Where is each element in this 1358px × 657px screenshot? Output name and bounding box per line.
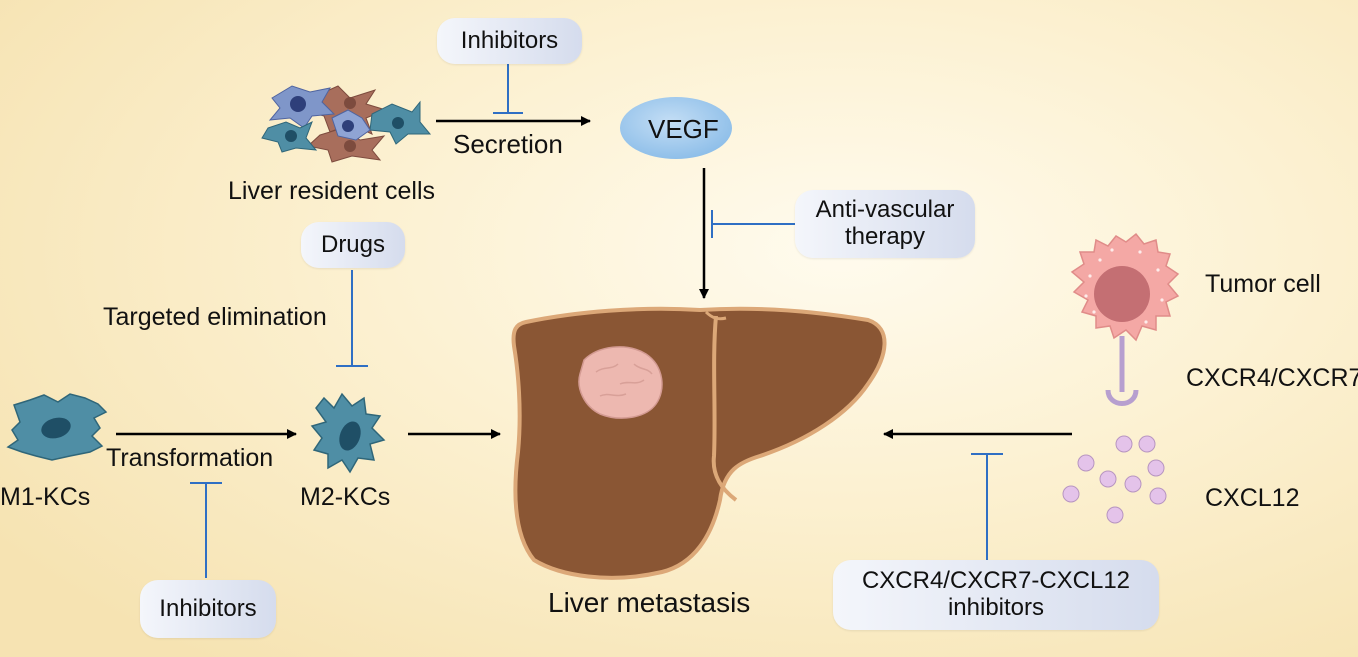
drugs-pill-text: Drugs (320, 230, 386, 258)
inhibitors-bottom-pill-text: Inhibitors (159, 594, 257, 622)
cxcr-inhibitors-pill-line1: CXCR4/CXCR7-CXCL12 (861, 567, 1131, 595)
anti-vascular-therapy-pill: Anti-vascular therapy (795, 190, 975, 258)
transformation-inhibition-line (190, 482, 222, 578)
cxcr-inhibitors-pill-line2: inhibitors (947, 594, 1045, 621)
m2-kc-cell-icon (310, 392, 386, 474)
cxcl12-label: CXCL12 (1205, 484, 1300, 512)
cxcl12-ligand-dots (1062, 435, 1167, 524)
anti-vascular-inhibition-line (711, 210, 795, 238)
anti-vascular-pill-line2: therapy (844, 223, 926, 250)
inhibitors-bottom-pill: Inhibitors (140, 580, 276, 638)
secretion-inhibition-line (493, 62, 523, 114)
tumor-cell-icon (1070, 232, 1180, 342)
targeted-elimination-label: Targeted elimination (103, 303, 327, 331)
drugs-inhibition-line (336, 270, 368, 367)
cxcr-cxcl12-inhibitors-pill: CXCR4/CXCR7-CXCL12 inhibitors (833, 560, 1159, 630)
liver-resident-cells-label: Liver resident cells (228, 177, 436, 205)
transformation-label: Transformation (106, 444, 274, 472)
liver-resident-cells-icon (261, 85, 432, 163)
secretion-label: Secretion (453, 129, 563, 159)
cxcr-inhibition-line (971, 453, 1003, 562)
drugs-pill: Drugs (301, 222, 405, 268)
anti-vascular-pill-line1: Anti-vascular (815, 196, 955, 224)
liver-icon (511, 306, 887, 580)
vegf-ellipse (620, 97, 732, 159)
m1-kcs-label: M1-KCs (0, 483, 91, 511)
inhibitors-top-pill-text: Inhibitors (460, 26, 559, 54)
tumor-nodule (578, 346, 663, 419)
liver-metastasis-label: Liver metastasis (548, 587, 751, 618)
cxcr4-cxcr7-receptor-icon (1105, 336, 1139, 406)
vegf-label: VEGF (648, 114, 719, 144)
cxcr4-cxcr7-label: CXCR4/CXCR7 (1186, 364, 1358, 392)
inhibitors-top-pill: Inhibitors (437, 18, 582, 64)
tumor-cell-label: Tumor cell (1205, 270, 1321, 298)
m1-kc-cell-icon (6, 393, 108, 461)
m2-kcs-label: M2-KCs (300, 483, 391, 511)
